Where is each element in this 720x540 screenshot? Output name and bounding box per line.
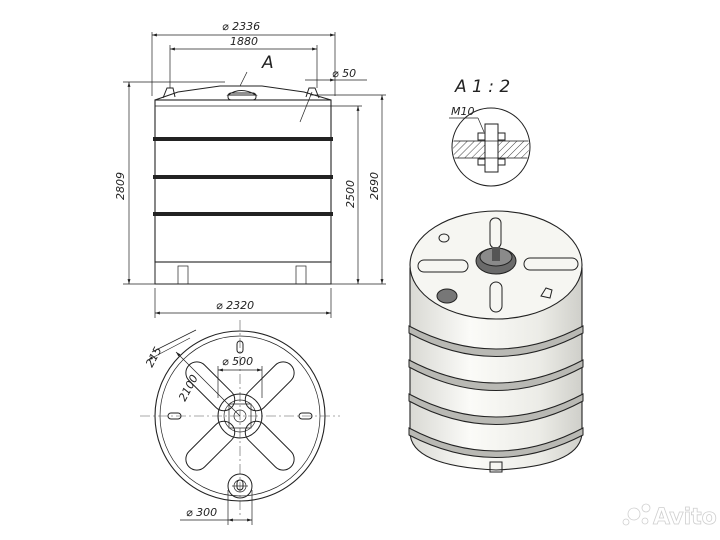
callout-a-label: A [261, 53, 274, 73]
dia-300-label: ⌀ 300 [186, 506, 217, 519]
avito-dots-icon [622, 503, 651, 526]
central-hatch [217, 393, 263, 439]
avito-text: Avito [653, 505, 717, 530]
plan-view [140, 320, 340, 515]
stiffening-ribs [153, 105, 333, 216]
elevation-dimensions [123, 32, 386, 318]
dia-bottom-label: ⌀ 2320 [216, 299, 254, 312]
fitting-300 [227, 473, 253, 499]
dia-top-label: ⌀ 2336 [222, 20, 260, 33]
detail-a-view: A 1 : 2 M10 [449, 77, 531, 187]
lug-right [305, 87, 320, 99]
avito-watermark: Avito [622, 503, 717, 530]
front-elevation-view [153, 85, 333, 285]
dim-215-label: 215 [143, 345, 164, 370]
plan-dimensions [147, 329, 263, 525]
bolt-label: M10 [451, 105, 475, 118]
tank-body-outline [154, 99, 332, 263]
tank-base [154, 262, 332, 285]
height-2690-label: 2690 [368, 172, 381, 200]
isometric-tank-view [408, 210, 584, 473]
dia-50-label: ⌀ 50 [332, 67, 356, 80]
bolt-shaft [484, 123, 499, 173]
width-1880-label: 1880 [230, 35, 258, 48]
height-2809-label: 2809 [114, 172, 127, 200]
iso-ribs [408, 325, 584, 458]
detail-title: A 1 : 2 [454, 77, 510, 97]
detail-circle [451, 107, 531, 187]
dia-500-label: ⌀ 500 [222, 355, 253, 368]
iso-fitting [436, 288, 458, 304]
height-2500-label: 2500 [344, 180, 357, 208]
iso-body [409, 267, 583, 471]
